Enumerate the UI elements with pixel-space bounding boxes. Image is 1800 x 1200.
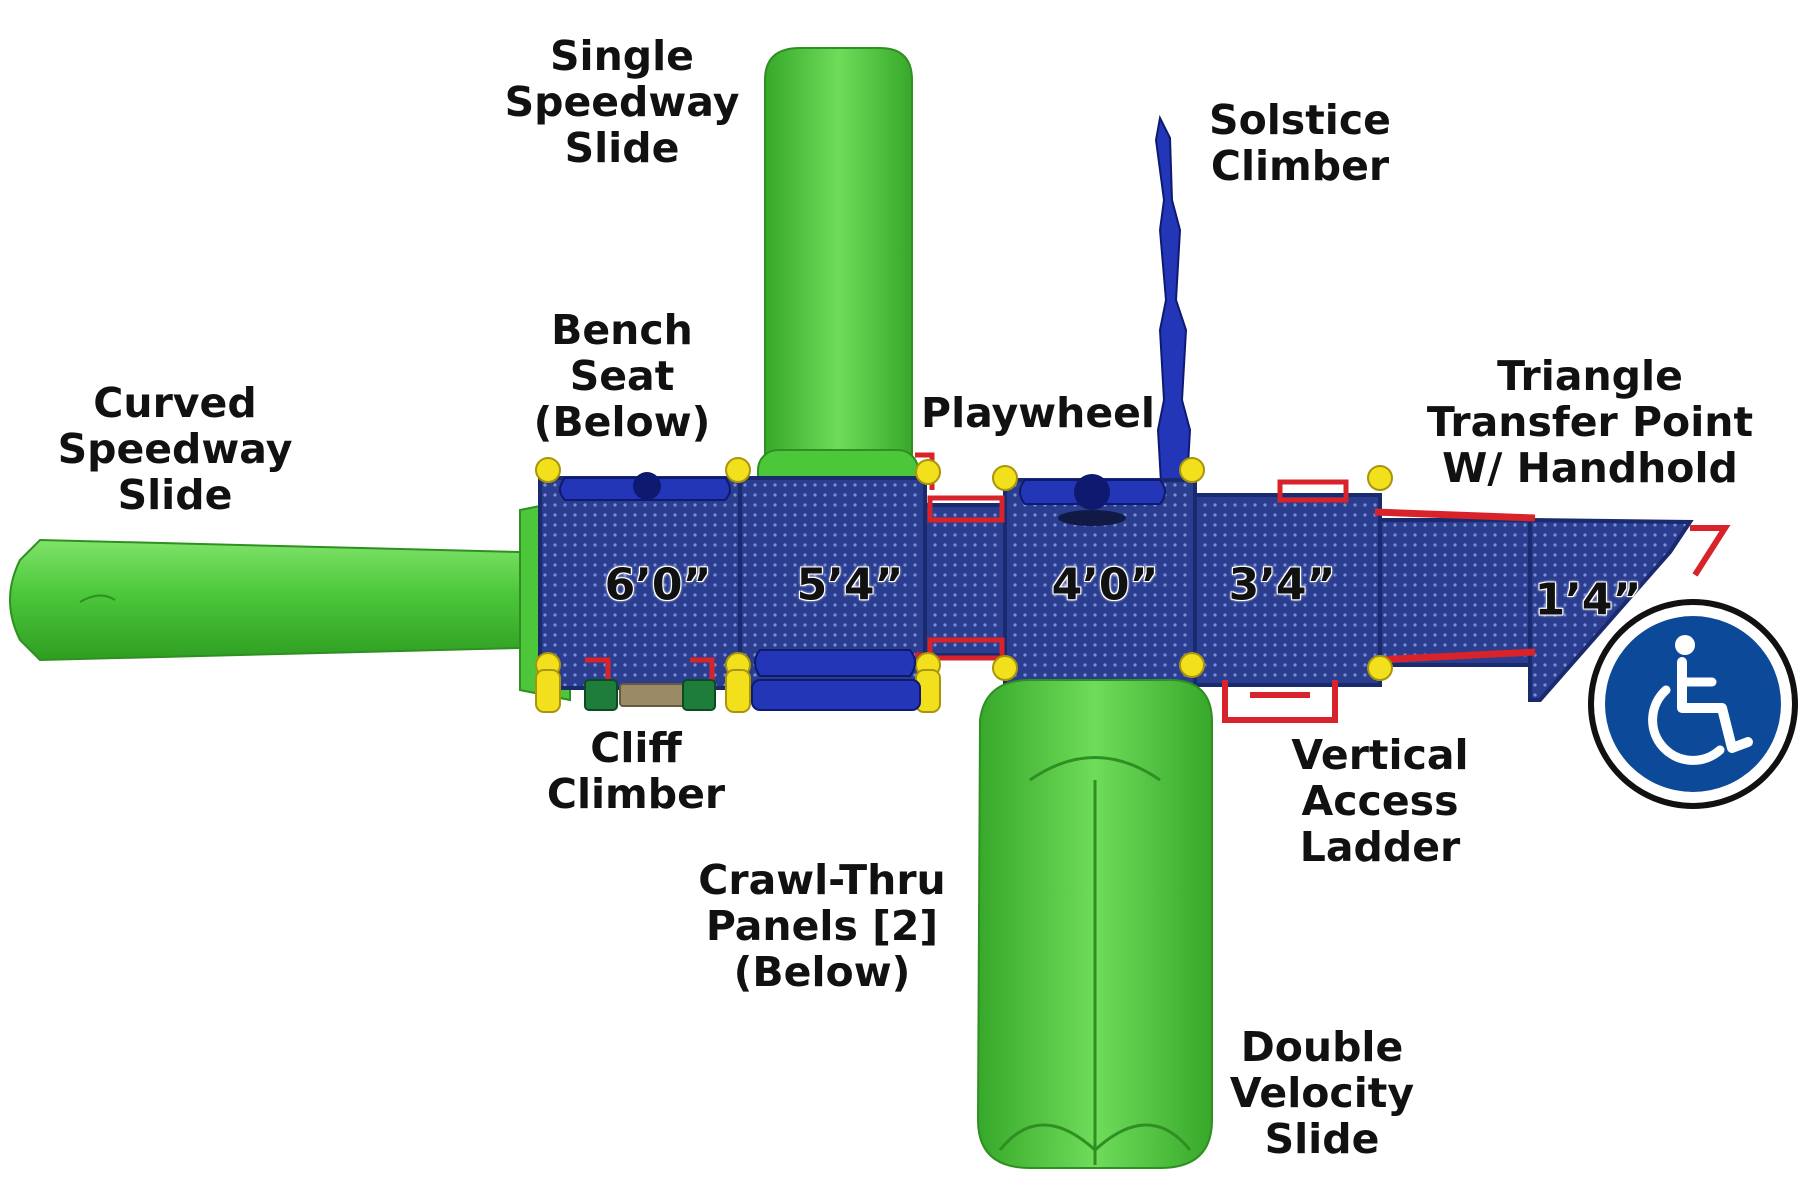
bench-seat-label: Bench Seat (Below) [533, 306, 711, 446]
crawl-thru-panel [751, 649, 921, 711]
deck-height-3-4: 3’4” [1228, 559, 1336, 611]
double-velocity-slide-label: Double Velocity Slide [1229, 1023, 1415, 1163]
bench-seat [559, 472, 731, 501]
playwheel [1019, 474, 1166, 526]
single-speedway-slide [757, 47, 919, 499]
posts [535, 457, 1393, 713]
solstice-climber-label: Solstice Climber [1209, 96, 1391, 190]
deck-height-5-4: 5’4” [796, 559, 904, 611]
deck-height-6-0: 6’0” [604, 559, 712, 611]
triangle-transfer-point-label: Triangle Transfer Point W/ Handhold [1426, 352, 1754, 492]
vertical-access-ladder [1222, 680, 1338, 723]
curved-speedway-slide-label: Curved Speedway Slide [57, 379, 293, 519]
deck-height-1-4: 1’4” [1534, 574, 1642, 626]
vertical-access-ladder-label: Vertical Access Ladder [1291, 731, 1469, 871]
solstice-climber [1154, 114, 1192, 501]
cliff-climber-label: Cliff Climber [546, 724, 726, 818]
curved-speedway-slide [9, 498, 571, 702]
deck-height-4-0: 4’0” [1051, 559, 1159, 611]
cliff-climber [584, 679, 716, 711]
single-speedway-slide-label: Single Speedway Slide [504, 32, 740, 172]
wheelchair-icon [1588, 599, 1798, 809]
playwheel-label: Playwheel [921, 389, 1155, 437]
crawl-thru-panels-label: Crawl-Thru Panels [2] (Below) [698, 856, 946, 996]
double-velocity-slide [976, 679, 1213, 1169]
rails [585, 452, 1731, 700]
